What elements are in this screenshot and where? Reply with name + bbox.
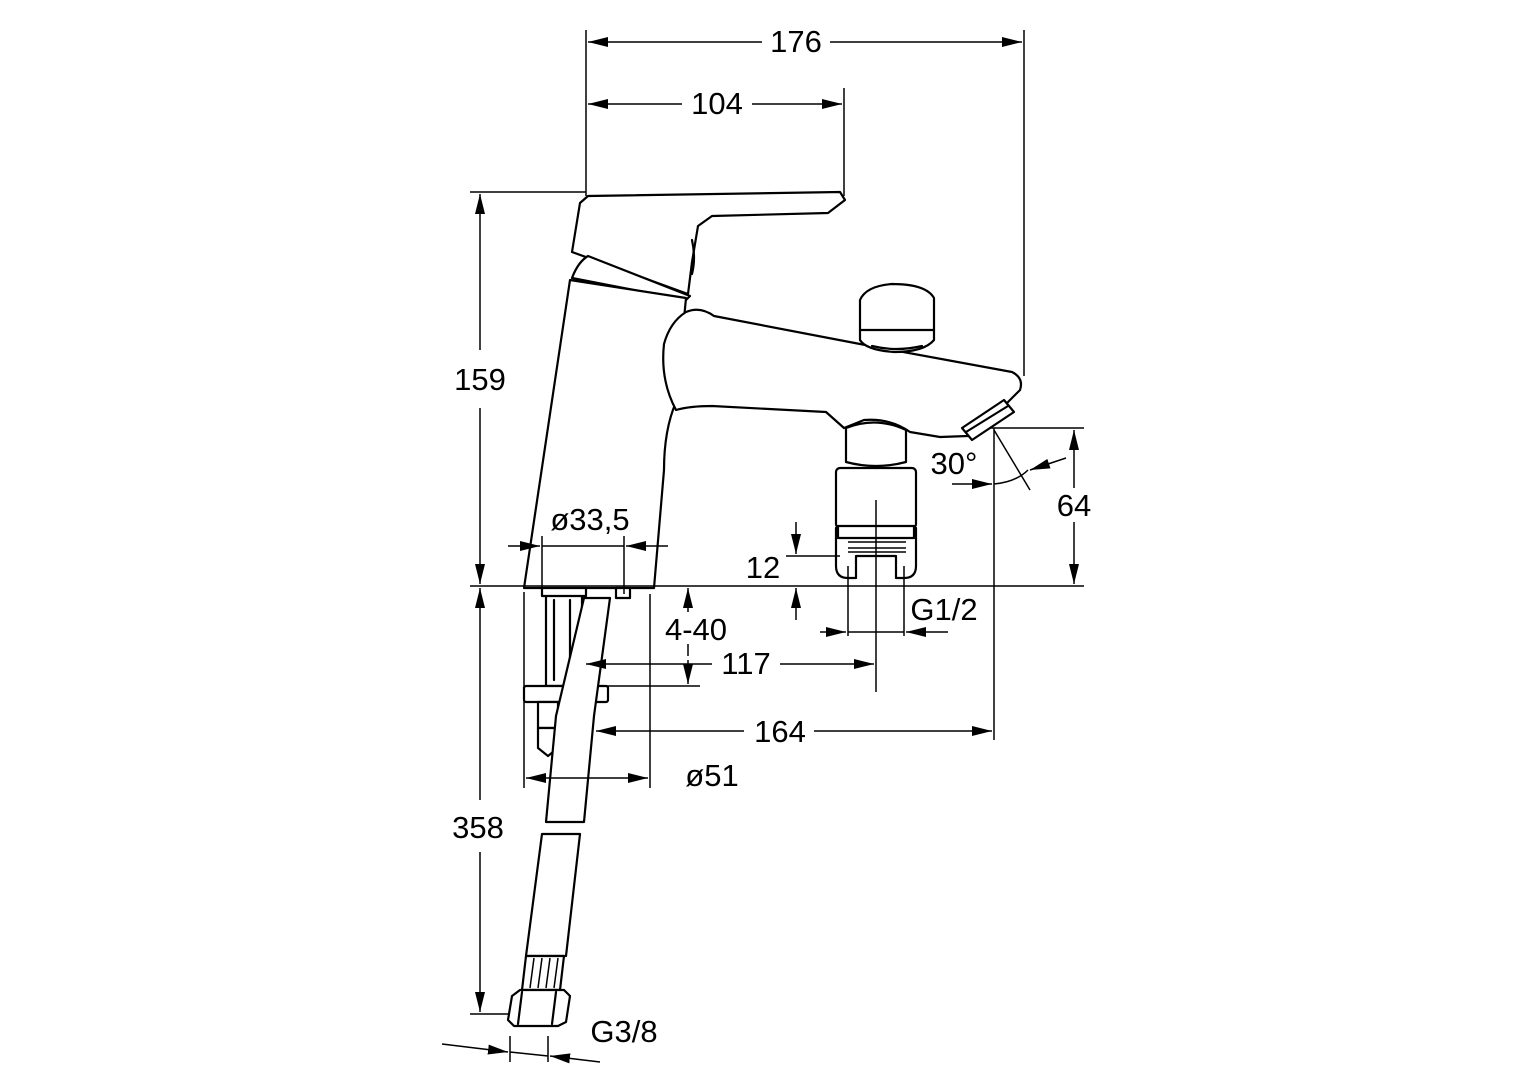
dim-hose-thread: G3/8 xyxy=(590,1014,657,1049)
cartridge-neck xyxy=(570,254,692,302)
dim-deck-thickness: 4-40 xyxy=(665,612,727,647)
dim-hose-length: 358 xyxy=(452,810,504,845)
dim-base-diameter: ø51 xyxy=(685,758,738,793)
dim-diverter-height: 12 xyxy=(746,550,780,585)
dim-outlet-height: 64 xyxy=(1057,488,1091,523)
shower-outlet-neck xyxy=(844,421,908,468)
dim-spout-reach: 164 xyxy=(754,714,806,749)
dim-body-diameter: ø33,5 xyxy=(550,502,629,537)
diverter-knob xyxy=(858,282,936,354)
dim-handle-reach: 104 xyxy=(691,86,743,121)
dimension-annotations: 176 104 159 358 ø33,5 12 4-40 117 xyxy=(441,24,1091,1064)
supply-hose xyxy=(544,596,612,824)
dim-spout-angle: 30° xyxy=(931,446,978,481)
spout xyxy=(662,308,1023,439)
dim-overall-width: 176 xyxy=(770,24,822,59)
dim-total-height: 159 xyxy=(454,362,506,397)
dim-outlet-distance: 117 xyxy=(721,646,770,681)
dim-outlet-thread: G1/2 xyxy=(910,592,977,627)
mixer-body xyxy=(522,278,688,590)
